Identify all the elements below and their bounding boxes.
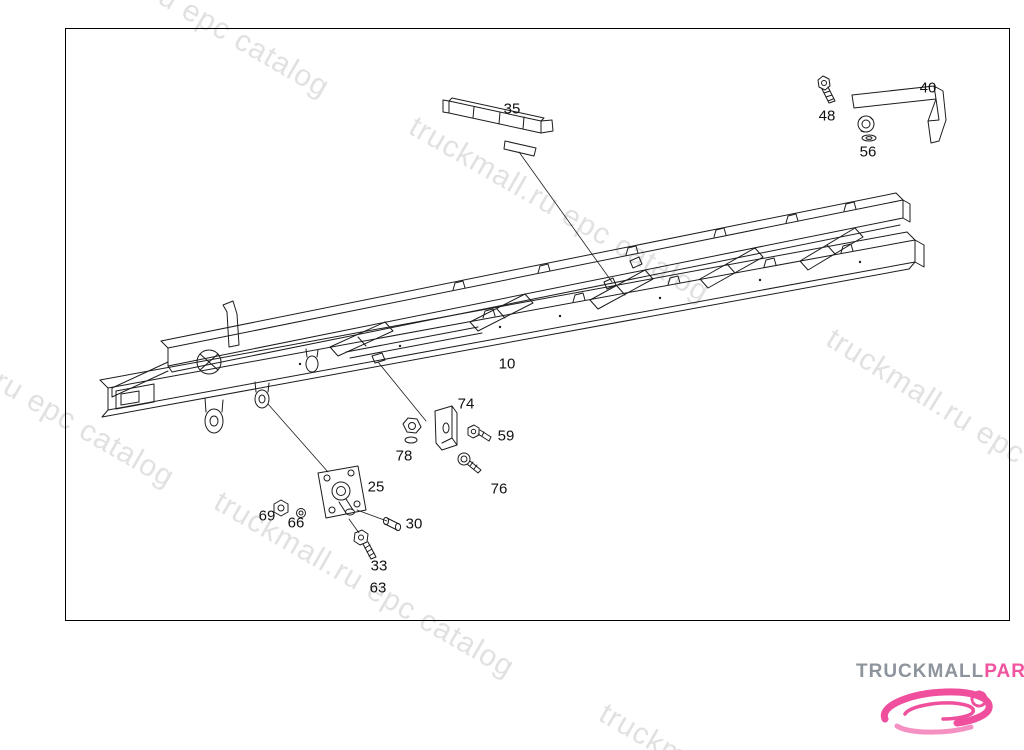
part-30-stud (382, 516, 402, 532)
part-label-74[interactable]: 74 (457, 395, 475, 413)
part-40-bracket (851, 85, 947, 144)
part-label-66[interactable]: 66 (287, 514, 305, 532)
part-25-flange-plate (317, 465, 367, 519)
part-label-25[interactable]: 25 (367, 478, 385, 496)
part-66-washer (296, 508, 306, 518)
part-76-bolt (457, 452, 482, 474)
part-label-56[interactable]: 56 (859, 143, 877, 161)
logo-text-truckmall: TRUCKMALL (856, 661, 985, 682)
part-label-69[interactable]: 69 (258, 507, 276, 525)
part-label-48[interactable]: 48 (818, 107, 836, 125)
truckmall-logo: TRUCKMALLPARTS (856, 661, 1024, 746)
part-label-40[interactable]: 40 (919, 79, 937, 97)
part-label-59[interactable]: 59 (497, 427, 515, 445)
part-69-washer (273, 499, 289, 517)
logo-text-parts: PARTS (984, 661, 1024, 682)
part-label-63[interactable]: 63 (369, 579, 387, 597)
crossmembers (329, 227, 864, 359)
leader-lines (267, 151, 613, 534)
part-label-33[interactable]: 33 (370, 557, 388, 575)
part-label-10[interactable]: 10 (498, 355, 516, 373)
part-label-30[interactable]: 30 (405, 515, 423, 533)
part-33-bolt (353, 529, 377, 560)
part-56-nut (857, 115, 877, 142)
rivets (298, 260, 862, 366)
logo-text: TRUCKMALLPARTS (856, 661, 1024, 683)
part-label-35[interactable]: 35 (503, 100, 521, 118)
frame-ladder (99, 192, 925, 434)
part-74-bracket (434, 405, 458, 451)
part-48-bolt (817, 75, 836, 104)
spring-hangers (196, 300, 386, 434)
part-59-bolt (467, 424, 492, 442)
part-label-78[interactable]: 78 (395, 447, 413, 465)
part-78-nut (402, 417, 422, 444)
part-label-76[interactable]: 76 (490, 480, 508, 498)
logo-swirl-icon (880, 688, 993, 735)
